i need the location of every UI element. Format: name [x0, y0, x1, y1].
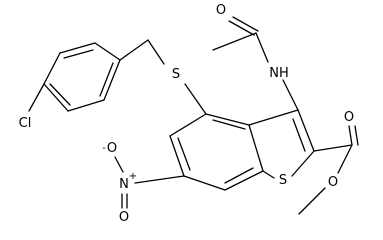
- bond-core-6: [169, 113, 207, 137]
- molecule-drawing: O NH S Cl O O O - N + O S: [19, 3, 359, 225]
- bond-core-3: [224, 170, 264, 191]
- bond-core-5: [169, 135, 185, 177]
- atom-o-nitro-bottom: O: [119, 210, 129, 225]
- bond-acetyl-co-1: [228, 20, 255, 36]
- bond-s-ch2: [147, 39, 165, 65]
- bond-thio-2: [297, 109, 315, 152]
- bond-core-1: [205, 113, 250, 126]
- bond-ch2-aryl: [119, 39, 149, 61]
- bond-nitro-o-top: [114, 156, 124, 173]
- bond-acetyl-methyl: [212, 32, 257, 51]
- bond-ester-co-2: [354, 125, 359, 146]
- bond-nitro: [134, 175, 185, 184]
- atom-o-acetyl: O: [216, 3, 226, 18]
- bond-core-2: [248, 124, 264, 172]
- bond-acetyl-n: [255, 32, 269, 63]
- bond-ester-o: [337, 144, 353, 174]
- bond-thio-1: [248, 109, 299, 126]
- bond-ester-co-1: [348, 125, 353, 146]
- bond-core-inner-3: [177, 137, 191, 171]
- bond-ph-inner-1: [63, 49, 94, 59]
- bond-ester-c: [313, 144, 353, 152]
- bond-ph-1: [94, 42, 121, 61]
- structure-diagram: O NH S Cl O O O - N + O S: [19, 3, 359, 225]
- atom-s-thioether: S: [172, 67, 180, 82]
- bond-ester-me: [298, 187, 326, 215]
- atom-o-ester-carbonyl: O: [344, 110, 354, 125]
- bond-ph-inner-3: [99, 62, 114, 97]
- atom-cl: Cl: [19, 116, 32, 131]
- bond-ph-2: [59, 42, 96, 54]
- bond-core-inner-2: [224, 167, 254, 184]
- nitro-charge-minus: -: [102, 143, 106, 154]
- bond-thio-3: [291, 150, 315, 177]
- bond-ph-inner-2: [49, 83, 71, 106]
- atom-n-nitro: N: [119, 177, 129, 192]
- bond-n-c3: [282, 79, 299, 111]
- nitro-charge-plus: +: [129, 171, 137, 182]
- bond-acetyl-co-2: [232, 16, 259, 32]
- bond-ph-cl: [28, 83, 45, 112]
- bond-core-inner-1: [212, 119, 246, 130]
- bond-ph-4: [43, 83, 69, 112]
- bond-core-4: [183, 175, 226, 191]
- bond-thio-4: [262, 170, 275, 179]
- atom-nh: NH: [269, 66, 289, 81]
- bond-ph-3: [43, 52, 61, 85]
- bond-ph-6: [103, 59, 121, 101]
- atom-o-nitro-top: O: [107, 141, 117, 156]
- atom-o-ester: O: [328, 175, 338, 190]
- bond-thio-2b: [292, 118, 306, 152]
- bond-ph-5: [67, 99, 105, 112]
- bond-c4-s: [184, 83, 207, 115]
- atom-s-thiophene: S: [279, 173, 287, 188]
